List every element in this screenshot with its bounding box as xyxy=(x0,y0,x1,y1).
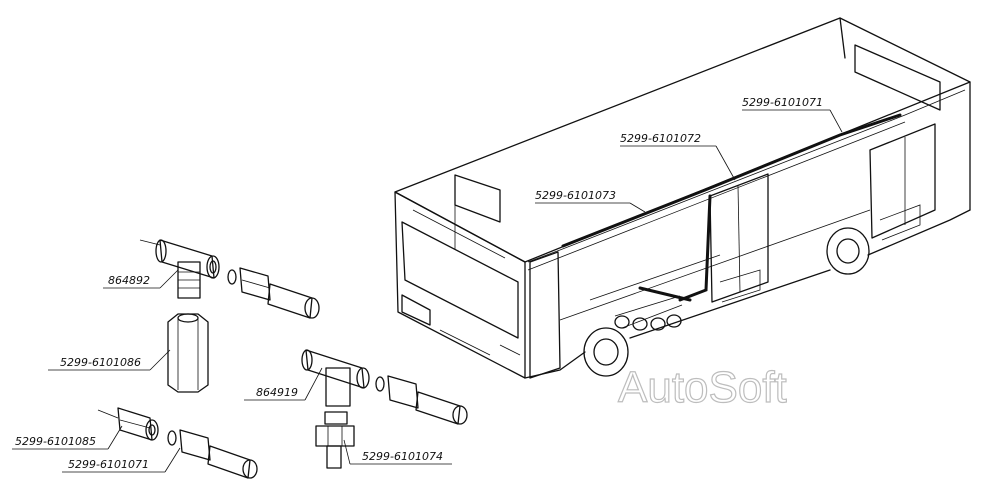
valve xyxy=(315,411,355,469)
leader-line xyxy=(343,439,351,465)
pipe-fitting-upper xyxy=(227,267,320,319)
leader-line xyxy=(164,447,181,473)
label-pipe-end: 5299-6101071 xyxy=(68,458,149,471)
bus-outline xyxy=(394,17,971,379)
adapter xyxy=(167,313,209,393)
label-rear-pipe: 5299-6101071 xyxy=(742,96,823,109)
pipe-end-fitting xyxy=(167,429,258,479)
tee-fitting-upper xyxy=(139,239,220,299)
leader-line xyxy=(107,425,123,450)
leader-line xyxy=(715,145,736,181)
label-nut: 5299-6101085 xyxy=(15,435,96,448)
pipe-fitting-lower xyxy=(375,375,468,425)
leader-line xyxy=(149,349,171,371)
label-valve: 5299-6101074 xyxy=(362,450,443,463)
tee-fitting-lower xyxy=(301,349,370,407)
label-front-pipe: 5299-6101073 xyxy=(535,189,616,202)
label-tee-upper: 864892 xyxy=(108,274,150,287)
pipe-lines xyxy=(561,113,902,302)
label-middle-pipe: 5299-6101072 xyxy=(620,132,701,145)
label-tee-lower: 864919 xyxy=(256,386,298,399)
leader-line xyxy=(629,202,646,213)
label-adapter: 5299-6101086 xyxy=(60,356,141,369)
leader-line xyxy=(829,109,843,133)
leader-line xyxy=(304,367,323,401)
watermark: AutoSoft xyxy=(618,363,787,412)
nut-fitting xyxy=(97,407,159,441)
leader-line xyxy=(159,269,179,289)
